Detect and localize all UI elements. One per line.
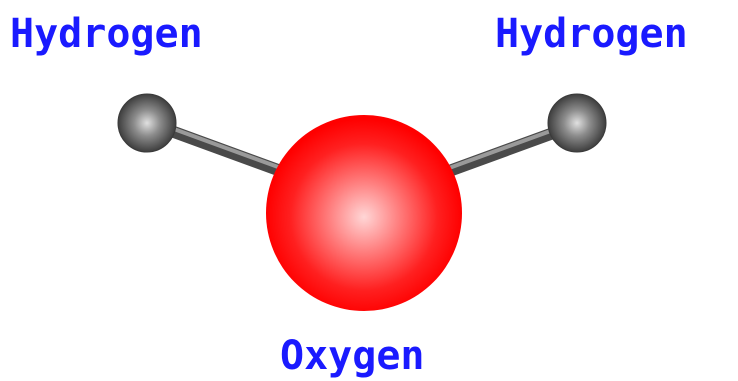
bond-left-highlight (150, 119, 302, 177)
hydrogen-label-left: Hydrogen (10, 11, 203, 57)
bond-left (146, 118, 306, 184)
hydrogen-label-right: Hydrogen (495, 11, 688, 57)
hydrogen-atom-right (547, 93, 607, 153)
oxygen-label: Oxygen (280, 333, 425, 379)
hydrogen-atom-left (117, 93, 177, 153)
oxygen-atom (266, 115, 462, 311)
